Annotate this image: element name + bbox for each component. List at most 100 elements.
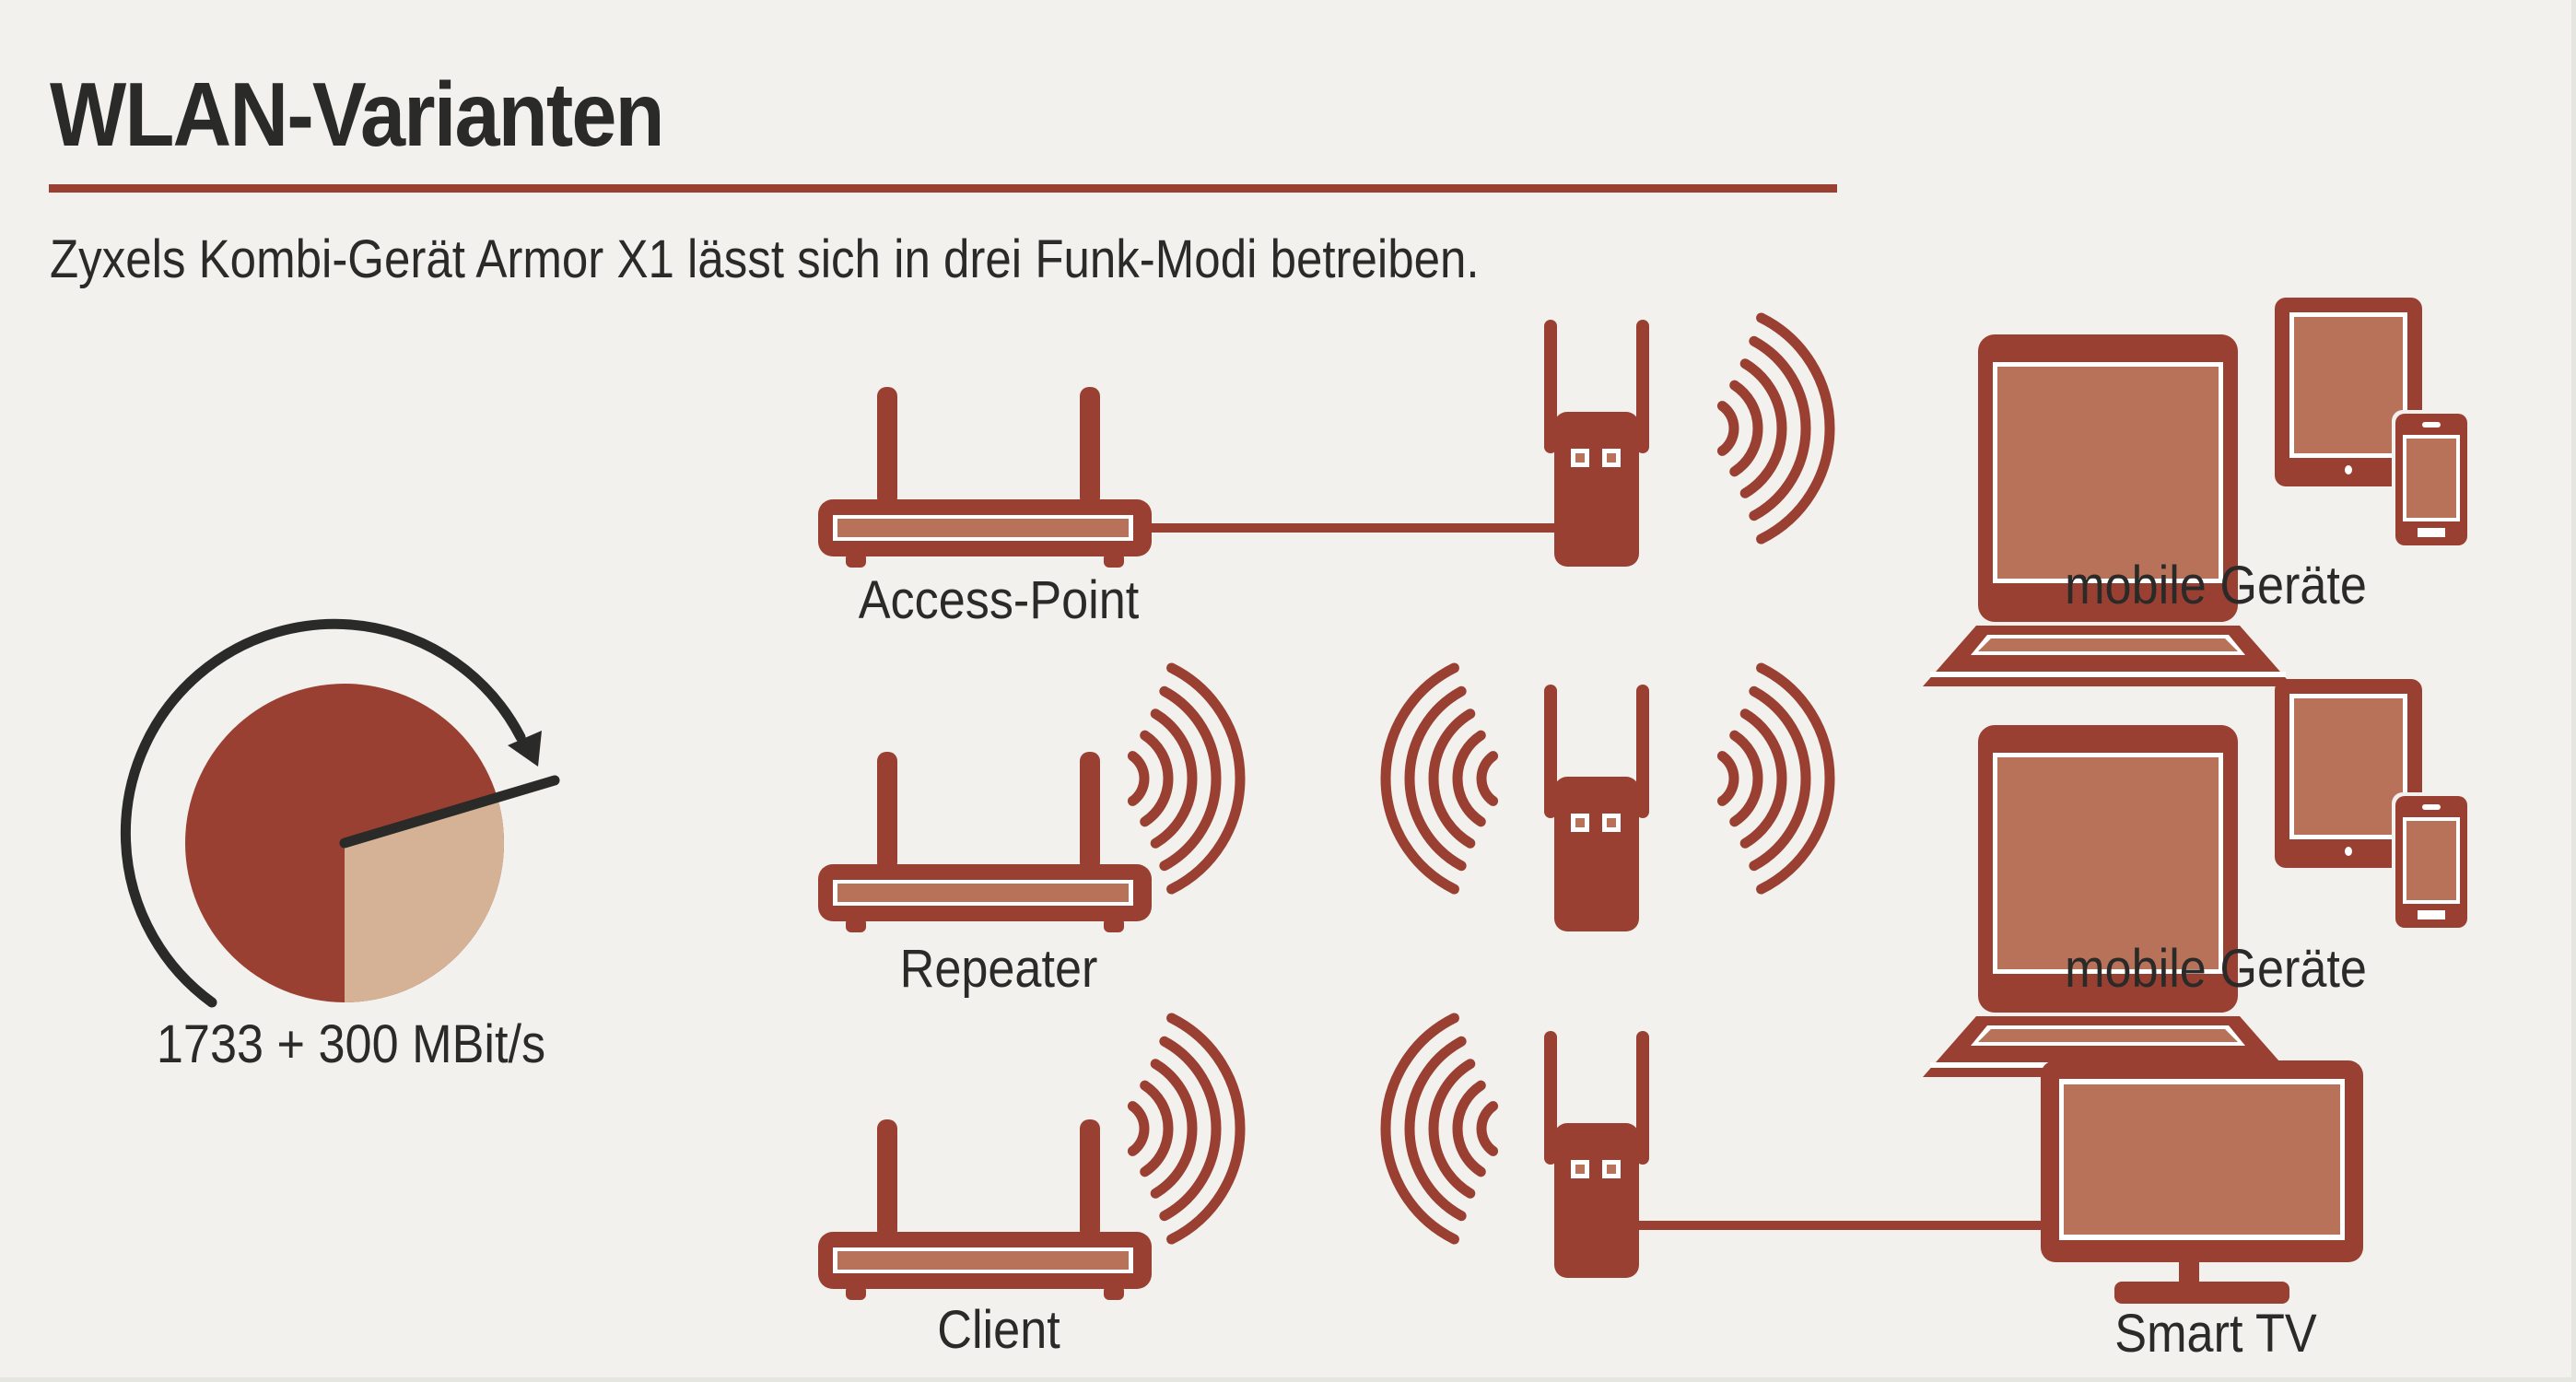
- antenna-right: [1636, 1031, 1649, 1165]
- rotation-arrow-head-icon: [508, 731, 542, 767]
- phone-screen: [2406, 439, 2456, 518]
- page-subtitle: Zyxels Kombi-Gerät Armor X1 lässt sich i…: [50, 229, 1480, 289]
- router-panel: [837, 884, 1129, 902]
- pie-needle: [339, 775, 560, 849]
- antenna-right: [1080, 1119, 1100, 1239]
- tablet-screen: [2294, 698, 2403, 835]
- repeater-body: [1554, 412, 1639, 567]
- tv-foot: [2114, 1282, 2289, 1304]
- router-client: [818, 1119, 1152, 1300]
- cable-ap-to-repeater: [1142, 523, 1566, 533]
- router-foot: [846, 553, 866, 568]
- antenna-left: [1544, 1031, 1557, 1165]
- title-divider: [49, 184, 1837, 193]
- smart-tv: [2041, 1060, 2363, 1304]
- rotation-arrow: [120, 618, 526, 1008]
- wifi-wave-arc: [1159, 685, 1222, 872]
- target-label-row1: mobile Geräte: [2065, 556, 2367, 615]
- router-repeater: [818, 752, 1152, 932]
- antenna-right: [1080, 387, 1100, 507]
- wifi-wave-arc: [1404, 685, 1467, 872]
- antenna-left: [877, 1119, 897, 1239]
- led: [1607, 818, 1616, 827]
- router-foot: [1104, 553, 1124, 568]
- led: [1575, 1165, 1585, 1174]
- antenna-right: [1080, 752, 1100, 872]
- antenna-right: [1636, 685, 1649, 818]
- wifi-wave-arc: [1159, 1036, 1222, 1222]
- wifi-wave-arc: [1749, 335, 1811, 521]
- router-panel: [837, 519, 1129, 537]
- mode-label-repeater: Repeater: [899, 939, 1098, 999]
- router-foot: [1104, 918, 1124, 932]
- wifi-wave-arc: [1140, 730, 1174, 827]
- speed-pie: [120, 618, 560, 1008]
- antenna-left: [1544, 320, 1557, 453]
- wifi-wave-arc: [1428, 709, 1476, 849]
- phone-screen: [2406, 821, 2456, 900]
- phone-button: [2418, 528, 2445, 537]
- led: [1575, 453, 1585, 463]
- wifi-wave-arc: [1716, 401, 1739, 456]
- wifi-wave-arc: [1166, 1013, 1246, 1245]
- wifi-wave-arc: [1380, 662, 1459, 895]
- wifi-waves-ap-out: [1716, 312, 1835, 545]
- wifi-wave-arc: [1756, 662, 1835, 895]
- antenna-left: [877, 752, 897, 872]
- wifi-wave-arc: [1716, 751, 1739, 806]
- laptop-screen: [1997, 757, 2219, 969]
- wifi-wave-arc: [1404, 1036, 1467, 1222]
- antenna-right: [1636, 320, 1649, 453]
- wifi-wave-arc: [1729, 380, 1763, 477]
- wifi-wave-arc: [1428, 1059, 1476, 1199]
- wifi-waves-client-in: [1380, 1013, 1499, 1245]
- page-title: WLAN-Varianten: [50, 64, 665, 165]
- tv-screen: [2064, 1084, 2340, 1235]
- armor-x1-access-point: [1544, 320, 1649, 567]
- wifi-wave-arc: [1150, 1059, 1198, 1199]
- wifi-wave-arc: [1756, 312, 1835, 545]
- wifi-wave-arc: [1739, 709, 1787, 849]
- phone-speaker: [2422, 422, 2441, 427]
- pie-slice-300: [345, 793, 504, 1002]
- mode-label-client: Client: [937, 1300, 1060, 1360]
- wifi-wave-arc: [1749, 685, 1811, 872]
- wifi-wave-arc: [1476, 751, 1499, 806]
- router-foot: [1104, 1285, 1124, 1300]
- target-label-row2: mobile Geräte: [2065, 939, 2367, 999]
- laptop-row1: [1923, 334, 2293, 686]
- wifi-waves-repeater-in: [1380, 662, 1499, 895]
- tablet-screen: [2294, 317, 2403, 453]
- tablet-home-button: [2345, 465, 2352, 474]
- phone-button: [2418, 910, 2445, 919]
- mode-label-access-point: Access-Point: [858, 570, 1140, 630]
- antenna-left: [1544, 685, 1557, 818]
- wifi-wave-arc: [1150, 709, 1198, 849]
- wifi-wave-arc: [1739, 358, 1787, 498]
- target-label-row3: Smart TV: [2114, 1304, 2317, 1364]
- wifi-wave-arc: [1476, 1101, 1499, 1156]
- wifi-wave-arc: [1452, 1080, 1486, 1177]
- tablet-row2: [2275, 679, 2422, 868]
- led: [1575, 818, 1585, 827]
- led: [1607, 1165, 1616, 1174]
- wifi-wave-arc: [1166, 662, 1246, 895]
- laptop-base: [1923, 626, 2293, 686]
- repeater-body: [1554, 1123, 1639, 1278]
- wifi-wave-arc: [1127, 751, 1150, 806]
- antenna-left: [877, 387, 897, 507]
- router-foot: [846, 1285, 866, 1300]
- tablet-home-button: [2345, 847, 2352, 856]
- laptop-row2: [1923, 725, 2293, 1077]
- armor-x1-repeater: [1544, 685, 1649, 931]
- laptop-screen: [1997, 367, 2219, 579]
- wifi-waves-router-out: [1127, 662, 1246, 895]
- repeater-body: [1554, 777, 1639, 931]
- phone-row1: [2392, 410, 2471, 549]
- wifi-wave-arc: [1452, 730, 1486, 827]
- router-foot: [846, 918, 866, 932]
- wifi-wave-arc: [1127, 1101, 1150, 1156]
- phone-speaker: [2422, 804, 2441, 810]
- wifi-wave-arc: [1380, 1013, 1459, 1245]
